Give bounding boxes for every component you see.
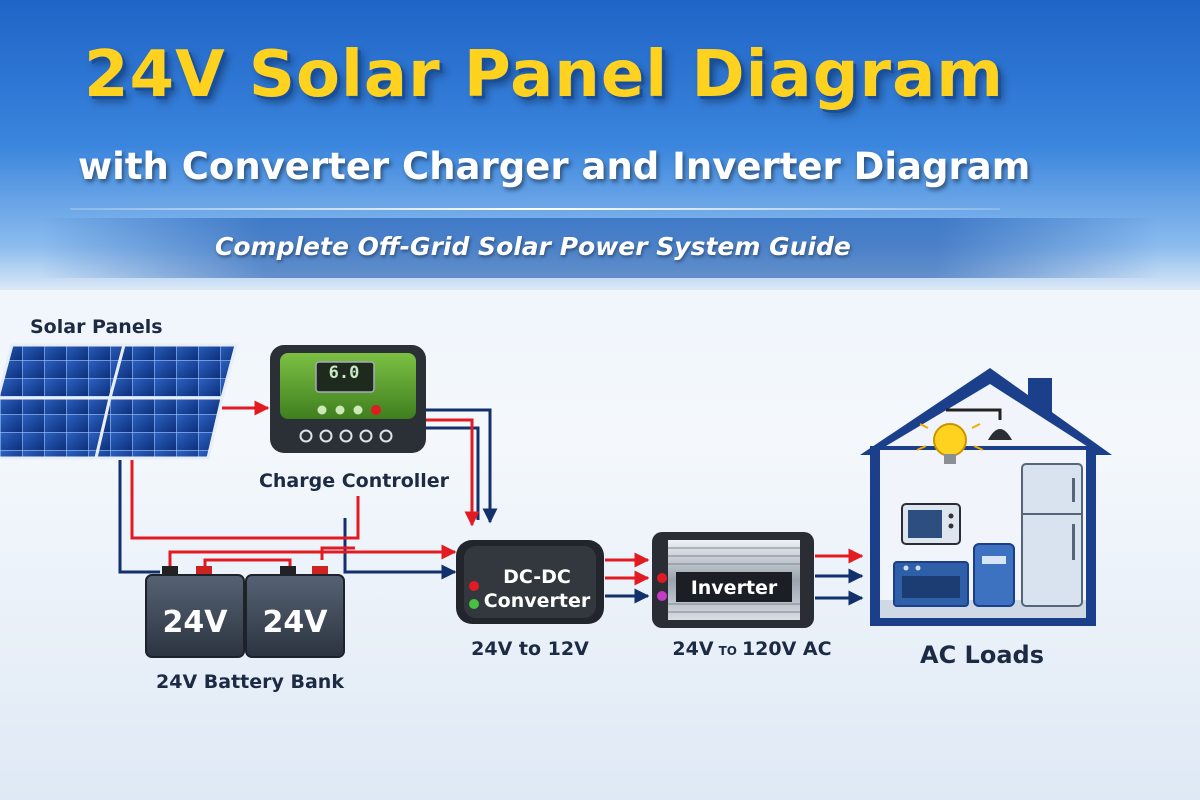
converter-title-line1: DC-DC <box>503 566 571 588</box>
converter-icon <box>456 540 604 624</box>
negative-wires <box>118 408 864 606</box>
header-divider <box>70 208 1000 210</box>
solar-panel-icon <box>0 343 238 460</box>
inverter-icon <box>652 532 814 628</box>
inverter-spec-b: 120V AC <box>742 638 832 660</box>
guide-text: Complete Off-Grid Solar Power System Gui… <box>215 232 851 261</box>
charge-controller-label: Charge Controller <box>259 470 450 492</box>
inverter-title: Inverter <box>691 577 778 599</box>
water-heater-icon <box>973 543 1015 607</box>
controller-display: 6.0 <box>329 363 360 383</box>
inverter-spec-a: 24V <box>672 638 713 660</box>
battery-bank-label: 24V Battery Bank <box>156 671 344 693</box>
page-subtitle: with Converter Charger and Inverter Diag… <box>78 145 1031 188</box>
positive-wires <box>130 400 864 586</box>
guide-bar <box>40 218 1160 278</box>
page-title: 24V Solar Panel Diagram <box>84 38 1004 112</box>
battery-2-label: 24V <box>263 605 329 640</box>
inverter-spec-to: TO <box>719 644 737 658</box>
ceiling-lamp-icon <box>946 408 1012 440</box>
solar-panels-label: Solar Panels <box>30 316 163 338</box>
battery-1-label: 24V <box>163 605 229 640</box>
charge-controller-icon <box>270 345 426 453</box>
refrigerator-icon <box>1021 463 1083 607</box>
battery-icon <box>145 566 345 658</box>
ac-loads-label: AC Loads <box>920 641 1044 669</box>
light-bulb-icon <box>916 423 984 464</box>
inverter-spec-label: 24V TO 120V AC <box>672 638 831 660</box>
microwave-icon <box>901 503 961 545</box>
stove-icon <box>893 561 969 607</box>
converter-spec-label: 24V to 12V <box>471 638 589 660</box>
converter-title-line2: Converter <box>484 590 591 612</box>
